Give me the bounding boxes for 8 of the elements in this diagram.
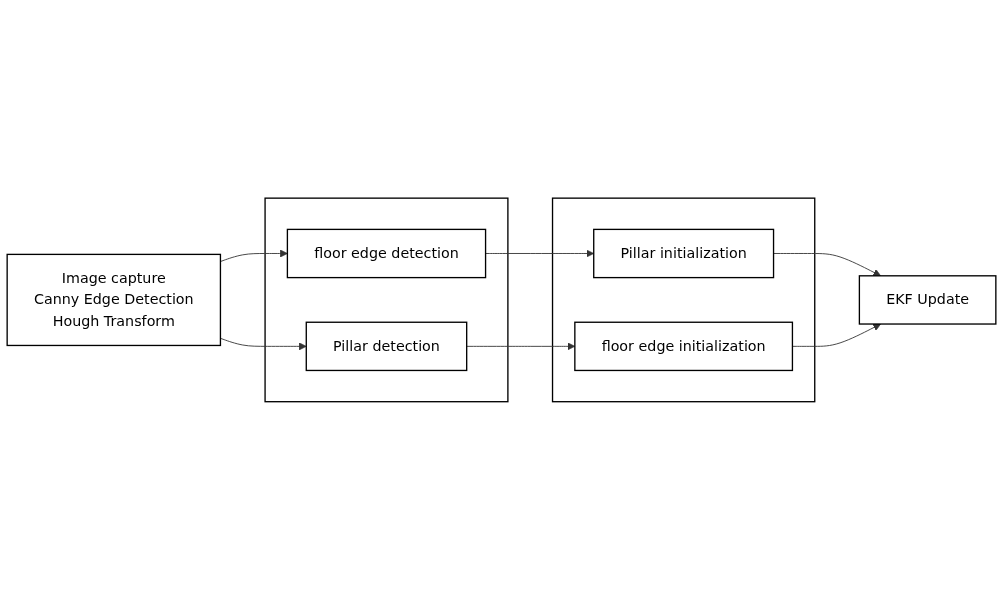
node-box: Pillar detection bbox=[305, 321, 468, 371]
node-box: Image capture Canny Edge Detection Hough Transform bbox=[6, 253, 222, 346]
node-box: Pillar initialization bbox=[593, 228, 775, 278]
node-box: floor edge detection bbox=[286, 228, 487, 278]
cluster bbox=[264, 197, 509, 402]
cluster bbox=[551, 197, 816, 402]
node-box: EKF Update bbox=[858, 274, 997, 325]
node-box: floor edge initialization bbox=[574, 321, 794, 371]
